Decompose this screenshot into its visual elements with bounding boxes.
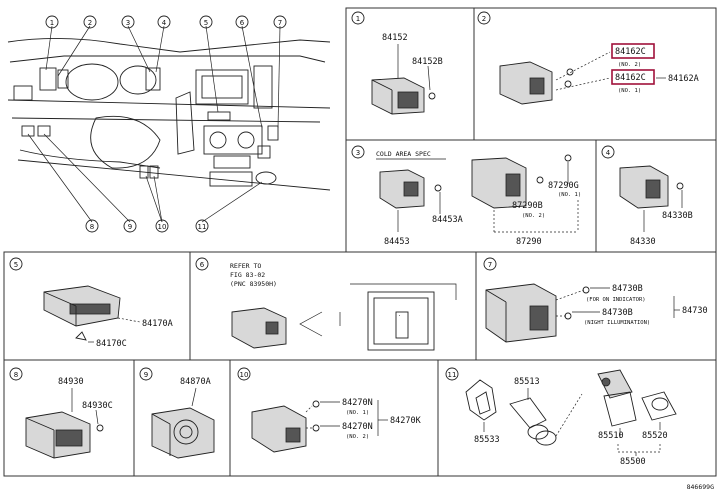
svg-text:9: 9 <box>144 371 148 379</box>
svg-text:10: 10 <box>158 223 167 231</box>
part-label-85500: 85500 <box>620 457 646 467</box>
svg-text:(NIGHT ILLUMINATION): (NIGHT ILLUMINATION) <box>584 320 650 326</box>
callout-4: 4 <box>157 15 171 29</box>
callout-2: 2 <box>83 15 97 29</box>
callout-11: 11 <box>195 219 209 233</box>
part-label-87290g: 87290G <box>548 181 579 191</box>
panel-1: 1 84152 84152B <box>351 11 443 115</box>
part-label-84730b-illumination: 84730B <box>602 308 633 318</box>
svg-text:(NO. 2): (NO. 2) <box>618 62 641 68</box>
part-label-84930c: 84930C <box>82 401 113 411</box>
part-label-84330b: 84330B <box>662 211 693 221</box>
svg-text:4: 4 <box>162 19 167 27</box>
part-label-84730: 84730 <box>682 306 708 316</box>
svg-text:(FOR ON INDICATOR): (FOR ON INDICATOR) <box>586 297 646 303</box>
svg-text:8: 8 <box>14 371 18 379</box>
svg-text:8: 8 <box>90 223 94 231</box>
panel-5: 5 84170A 84170C <box>9 257 173 349</box>
cold-area-spec-heading: COLD AREA SPEC <box>376 150 431 158</box>
refer-note-line3: (PNC 83950H) <box>230 280 277 288</box>
callout-9: 9 <box>123 219 137 233</box>
part-label-84162c-no1: 84162C <box>615 73 646 83</box>
part-label-84162a: 84162A <box>668 74 699 84</box>
refer-note-line2: FIG 83-02 <box>230 271 265 279</box>
svg-text:11: 11 <box>448 371 457 379</box>
svg-text:2: 2 <box>482 15 486 23</box>
callout-10: 10 <box>155 219 169 233</box>
svg-text:4: 4 <box>606 149 611 157</box>
svg-text:(NO. 2): (NO. 2) <box>522 213 545 219</box>
panel-7: 7 84730B (FOR ON INDICATOR) 84730B (NIGH… <box>483 257 708 343</box>
svg-text:(NO. 1): (NO. 1) <box>558 192 581 198</box>
callout-1: 1 <box>45 15 59 29</box>
svg-text:9: 9 <box>128 223 132 231</box>
part-label-87290: 87290 <box>516 237 542 247</box>
svg-text:1: 1 <box>50 19 54 27</box>
svg-text:10: 10 <box>240 371 249 379</box>
part-label-84270n-no2: 84270N <box>342 422 373 432</box>
refer-note-line1: REFER TO <box>230 262 261 270</box>
svg-text:1: 1 <box>356 15 360 23</box>
part-label-84270n-no1: 84270N <box>342 398 373 408</box>
highlight-box-84162c-no1 <box>611 69 655 85</box>
panel-9: 9 84870A <box>139 367 215 459</box>
callout-8: 8 <box>85 219 99 233</box>
callout-6: 6 <box>235 15 249 29</box>
panel-3: 3 COLD AREA SPEC 84453A 84453 87290G (NO… <box>351 145 581 247</box>
svg-text:(NO. 1): (NO. 1) <box>346 410 369 416</box>
svg-text:.: . <box>398 312 401 318</box>
svg-text:7: 7 <box>488 261 492 269</box>
panel-8: 8 84930 84930C <box>9 367 113 459</box>
part-label-84870a: 84870A <box>180 377 211 387</box>
part-label-84170c: 84170C <box>96 339 127 349</box>
panel-10: 10 84270N (NO. 1) 84270N (NO. 2) 84270K <box>237 367 422 453</box>
part-label-84152b: 84152B <box>412 57 443 67</box>
panel-2: 2 84162C (NO. 2) 84162C (NO. 1) 84162A <box>477 11 699 105</box>
panel-frames <box>3 7 717 477</box>
svg-text:11: 11 <box>198 223 207 231</box>
panel-11: 11 85533 85513 85510 85520 85500 <box>445 367 677 467</box>
part-label-84453a: 84453A <box>432 215 463 225</box>
panel-4: 4 84330B 84330 <box>601 145 693 247</box>
dashboard-overview: 1 2 3 4 5 6 7 8 9 10 11 <box>7 15 331 233</box>
svg-text:(NO. 2): (NO. 2) <box>346 434 369 440</box>
part-label-85520: 85520 <box>642 431 668 441</box>
svg-text:5: 5 <box>204 19 208 27</box>
part-label-84930: 84930 <box>58 377 84 387</box>
svg-text:7: 7 <box>278 19 282 27</box>
svg-text:3: 3 <box>356 149 360 157</box>
svg-text:(NO. 1): (NO. 1) <box>618 88 641 94</box>
part-label-85513: 85513 <box>514 377 540 387</box>
callout-7: 7 <box>273 15 287 29</box>
highlight-box-84162c-no2 <box>611 43 655 59</box>
part-label-84270k: 84270K <box>390 416 422 426</box>
svg-text:5: 5 <box>14 261 18 269</box>
part-label-84152: 84152 <box>382 33 408 43</box>
callout-5: 5 <box>199 15 213 29</box>
part-label-84330: 84330 <box>630 237 656 247</box>
svg-text:2: 2 <box>88 19 92 27</box>
svg-text:3: 3 <box>126 19 130 27</box>
part-label-84730b-indicator: 84730B <box>612 284 643 294</box>
part-label-84170a: 84170A <box>142 319 173 329</box>
svg-text:6: 6 <box>240 19 245 27</box>
diagram-code: 846699G <box>687 483 714 491</box>
part-label-85510: 85510 <box>598 431 624 441</box>
svg-text:6: 6 <box>200 261 205 269</box>
part-label-84162c-no2: 84162C <box>615 47 646 57</box>
part-label-87290b: 87290B <box>512 201 543 211</box>
part-label-85533: 85533 <box>474 435 500 445</box>
panel-6: 6 REFER TO FIG 83-02 (PNC 83950H) . <box>195 257 457 351</box>
callout-3: 3 <box>121 15 135 29</box>
part-label-84453: 84453 <box>384 237 410 247</box>
